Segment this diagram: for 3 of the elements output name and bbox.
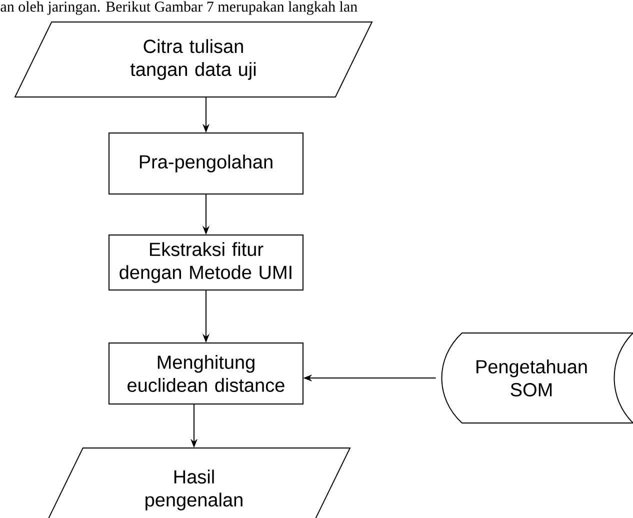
process-box: Menghitung euclidean distance (108, 342, 304, 404)
process-box: Ekstraksi fitur dengan Metode UMI (108, 234, 304, 290)
process-box: Pra-pengolahan (108, 132, 304, 194)
